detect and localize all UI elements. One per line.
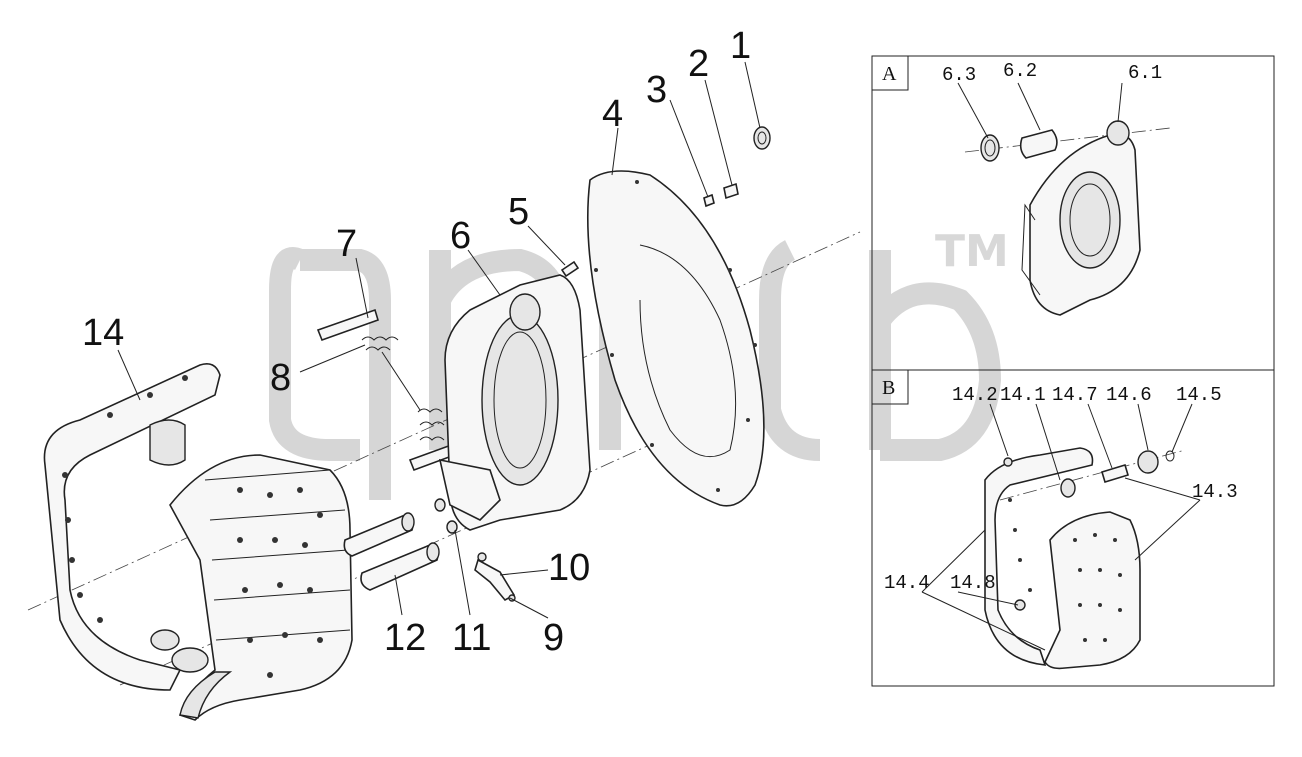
part-14-5-label: 14.5 (1176, 384, 1222, 406)
detail-b-label: B (882, 377, 895, 399)
return-springs (361, 336, 445, 441)
small-pin (560, 260, 580, 278)
anchor-pins (343, 512, 440, 591)
detail-a-label: A (882, 63, 897, 85)
part-6-2-label: 6.2 (1003, 60, 1037, 82)
callout-9: 9 (543, 617, 564, 659)
callouts: 1 2 3 4 5 6 7 8 9 10 11 12 14 (82, 25, 751, 659)
callout-12: 12 (384, 617, 426, 659)
part-14-3-label: 14.3 (1192, 481, 1238, 503)
trademark-mark: TM (935, 226, 1009, 277)
dust-shield (587, 170, 765, 507)
callout-leaders (117, 61, 761, 619)
part-14-6-label: 14.6 (1106, 384, 1152, 406)
callout-1: 1 (730, 25, 751, 67)
detail-b-panel: B 14.2 14.1 14.7 14.6 14.5 14.3 14.4 (871, 369, 1275, 687)
part-14-2-label: 14.2 (952, 384, 998, 406)
part-14-7-label: 14.7 (1052, 384, 1098, 406)
part-6-1-label: 6.1 (1128, 62, 1162, 84)
callout-14: 14 (82, 312, 124, 354)
part-6-3-label: 6.3 (942, 64, 976, 86)
callout-4: 4 (602, 93, 623, 135)
part-14-8-label: 14.8 (950, 572, 996, 594)
callout-2: 2 (688, 43, 709, 85)
washers (434, 498, 458, 534)
brake-shoe-assembly (43, 362, 353, 721)
callout-3: 3 (646, 69, 667, 111)
callout-5: 5 (508, 191, 529, 233)
fasteners (703, 126, 771, 208)
callout-7: 7 (336, 223, 357, 265)
callout-8: 8 (270, 357, 291, 399)
part-14-1-label: 14.1 (1000, 384, 1046, 406)
part-14-4-label: 14.4 (884, 572, 930, 594)
brake-spider (438, 274, 591, 531)
detail-a-panel: A 6.3 6.2 6.1 (871, 55, 1275, 371)
callout-11: 11 (452, 617, 491, 659)
callout-10: 10 (548, 547, 590, 589)
grease-fitting (474, 552, 516, 602)
callout-6: 6 (450, 215, 471, 257)
